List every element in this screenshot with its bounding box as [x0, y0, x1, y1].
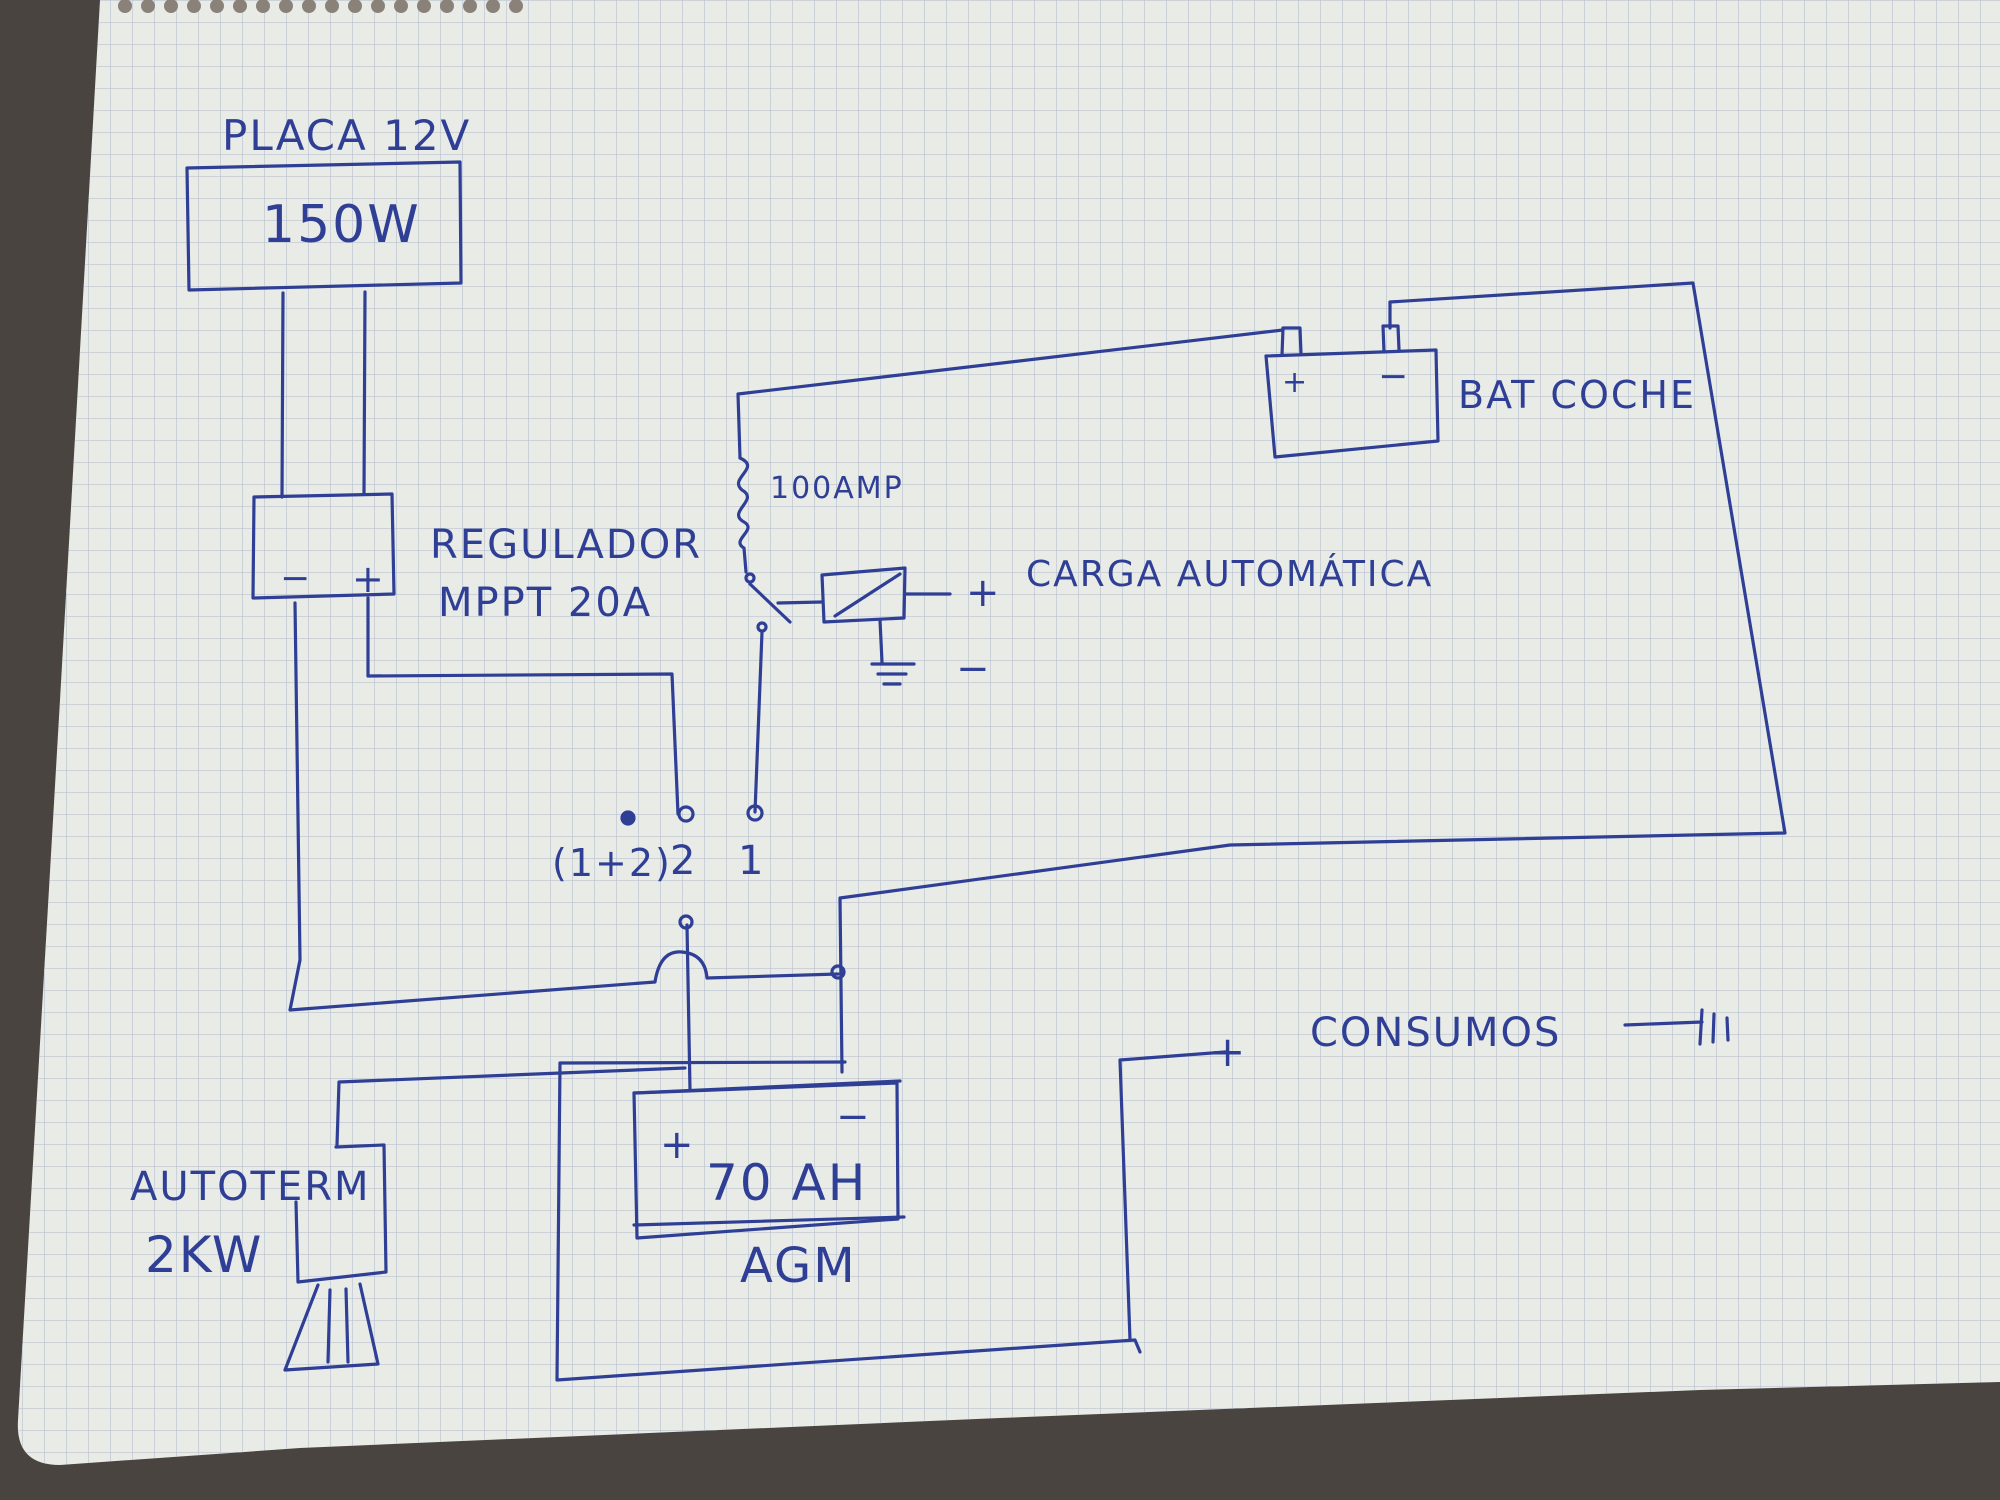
regulator-label-line1: REGULADOR	[430, 522, 702, 568]
solar-panel-box	[185, 160, 463, 292]
car-battery-box	[1264, 348, 1440, 459]
loads-ground-symbol	[1698, 1008, 1730, 1046]
wire-heater-to-agm-plus	[335, 1066, 687, 1147]
regulator-label-line2: MPPT 20A	[438, 580, 652, 626]
relay-plus: +	[966, 570, 1002, 616]
car-battery-terminal-plus	[1280, 326, 1303, 357]
loads-ground-lead	[1623, 1020, 1704, 1027]
relay-contact-top	[744, 572, 756, 584]
regulator-box	[251, 492, 396, 600]
heater-box	[294, 1143, 388, 1284]
wire-car-battery-minus-to-agm-minus	[838, 281, 1787, 1074]
relay-coil-lead-left	[776, 600, 824, 605]
relay-coil-box	[820, 566, 907, 624]
switch-terminal-2	[677, 805, 695, 823]
car-battery-label: BAT COCHE	[1458, 373, 1696, 417]
heater-label-line2: 2KW	[145, 1226, 263, 1284]
relay-switch-arm	[748, 582, 792, 624]
wire-relay-to-switch-1	[753, 630, 764, 814]
panel-to-regulator-wire-right	[362, 290, 367, 496]
switch-terminal-1	[746, 804, 764, 822]
wire-regulator-minus-to-ground	[288, 601, 840, 1012]
car-battery-plus: +	[1282, 365, 1309, 400]
relay-minus: −	[956, 646, 992, 692]
wire-loads-loop	[555, 1050, 1227, 1382]
panel-title: PLACA 12V	[222, 111, 471, 160]
switch-label-both: (1+2)	[552, 841, 672, 885]
relay-ground-symbol	[870, 662, 916, 686]
ground-junction	[830, 964, 846, 980]
regulator-minus: −	[280, 558, 312, 599]
loads-plus: +	[1210, 1027, 1247, 1076]
wire-car-battery-plus-to-fuse	[736, 328, 1285, 460]
switch-terminal-both	[620, 810, 636, 826]
fuse-label: 100AMP	[770, 471, 904, 506]
switch-label-1: 1	[738, 838, 765, 884]
switch-terminal-common	[678, 914, 694, 930]
relay-label: CARGA AUTOMÁTICA	[1026, 553, 1433, 595]
agm-minus: −	[836, 1094, 872, 1140]
notebook-page	[17, 0, 2000, 1465]
wire-regulator-plus-to-switch-2	[366, 596, 680, 816]
fuse-symbol	[737, 456, 750, 574]
regulator-plus: +	[352, 557, 386, 601]
car-battery-minus: −	[1378, 356, 1410, 397]
switch-label-2: 2	[670, 838, 697, 884]
agm-battery-top-line	[632, 1079, 902, 1095]
loads-label: CONSUMOS	[1310, 1010, 1561, 1056]
heater-label-line1: AUTOTERM	[130, 1164, 371, 1210]
spiral-binding	[118, 0, 523, 13]
panel-to-regulator-wire-left	[280, 291, 285, 499]
panel-power: 150W	[262, 195, 421, 255]
heater-exhaust	[283, 1282, 380, 1372]
agm-plus: +	[660, 1122, 696, 1168]
agm-battery-bottom-line	[632, 1215, 906, 1227]
relay-ground-lead	[878, 618, 884, 664]
relay-coil-diagonal	[833, 572, 902, 618]
agm-type: AGM	[740, 1238, 857, 1294]
agm-capacity: 70 AH	[706, 1154, 867, 1212]
